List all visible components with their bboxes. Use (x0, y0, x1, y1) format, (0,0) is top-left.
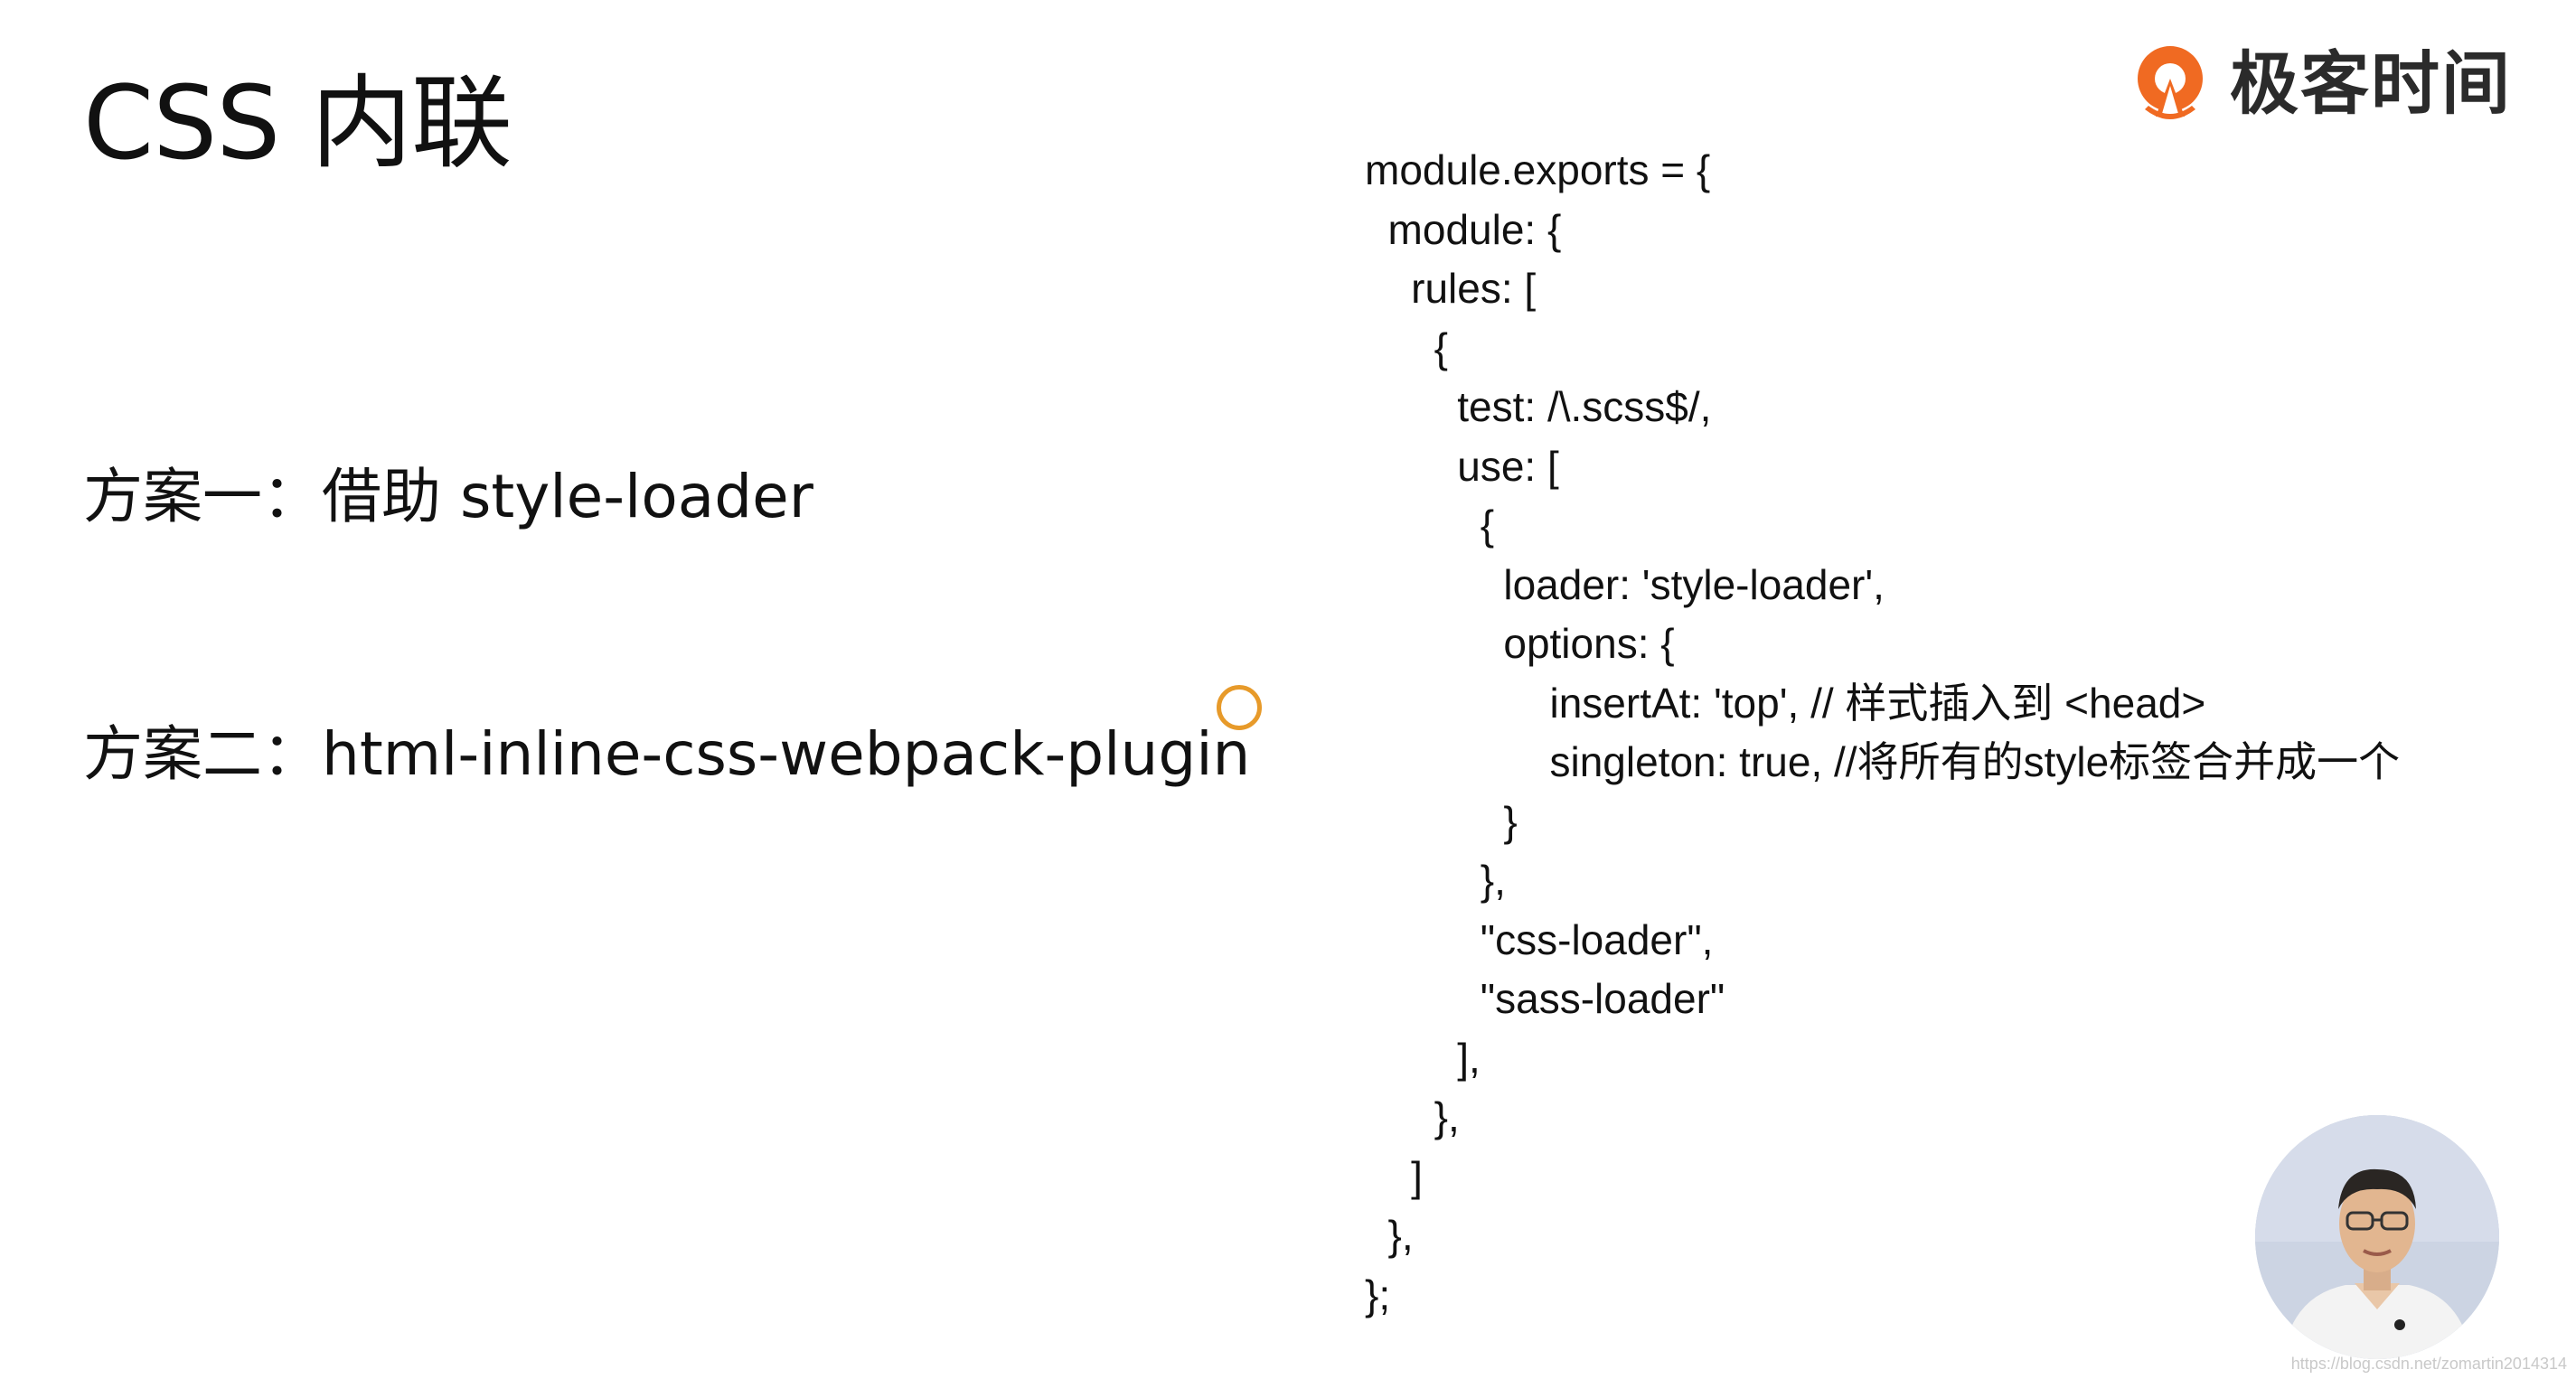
code-line: options: { (1365, 620, 1675, 667)
code-line: { (1365, 324, 1449, 371)
code-line: }, (1365, 1093, 1460, 1140)
code-line: { (1365, 502, 1495, 549)
code-line: loader: 'style-loader', (1365, 560, 1885, 608)
code-line: }; (1365, 1271, 1391, 1318)
code-line: module.exports = { (1365, 146, 1711, 193)
code-line: rules: [ (1365, 265, 1537, 312)
brand-logo-text: 极客时间 (2230, 43, 2512, 124)
code-line: use: [ (1365, 442, 1559, 490)
geektime-logo-icon (2129, 39, 2215, 129)
code-line: singleton: true, //将所有的style标签合并成一个 (1365, 738, 2401, 785)
code-line: }, (1365, 1212, 1414, 1259)
code-line: module: { (1365, 205, 1562, 253)
slide-title: CSS 内联 (83, 65, 512, 183)
code-block: module.exports = { module: { rules: [ { … (1365, 141, 2400, 1325)
plan-one-text: 方案一：借助 style-loader (83, 462, 813, 531)
code-line: insertAt: 'top', // 样式插入到 <head> (1365, 679, 2206, 727)
cursor-highlight-ring-icon (1217, 685, 1262, 730)
watermark-text: https://blog.csdn.net/zomartin2014314 (2290, 1355, 2567, 1373)
plan-two-text: 方案二：html-inline-css-webpack-plugin (83, 719, 1251, 789)
brand-logo: 极客时间 (2129, 34, 2512, 134)
code-line: ], (1365, 1034, 1481, 1082)
code-line: }, (1365, 857, 1506, 904)
code-line: } (1365, 797, 1518, 845)
code-line: "sass-loader" (1365, 975, 1725, 1022)
presenter-video-avatar (2255, 1115, 2499, 1359)
code-line: test: /\.scss$/, (1365, 383, 1712, 430)
code-line: ] (1365, 1152, 1423, 1200)
code-line: "css-loader", (1365, 915, 1714, 963)
